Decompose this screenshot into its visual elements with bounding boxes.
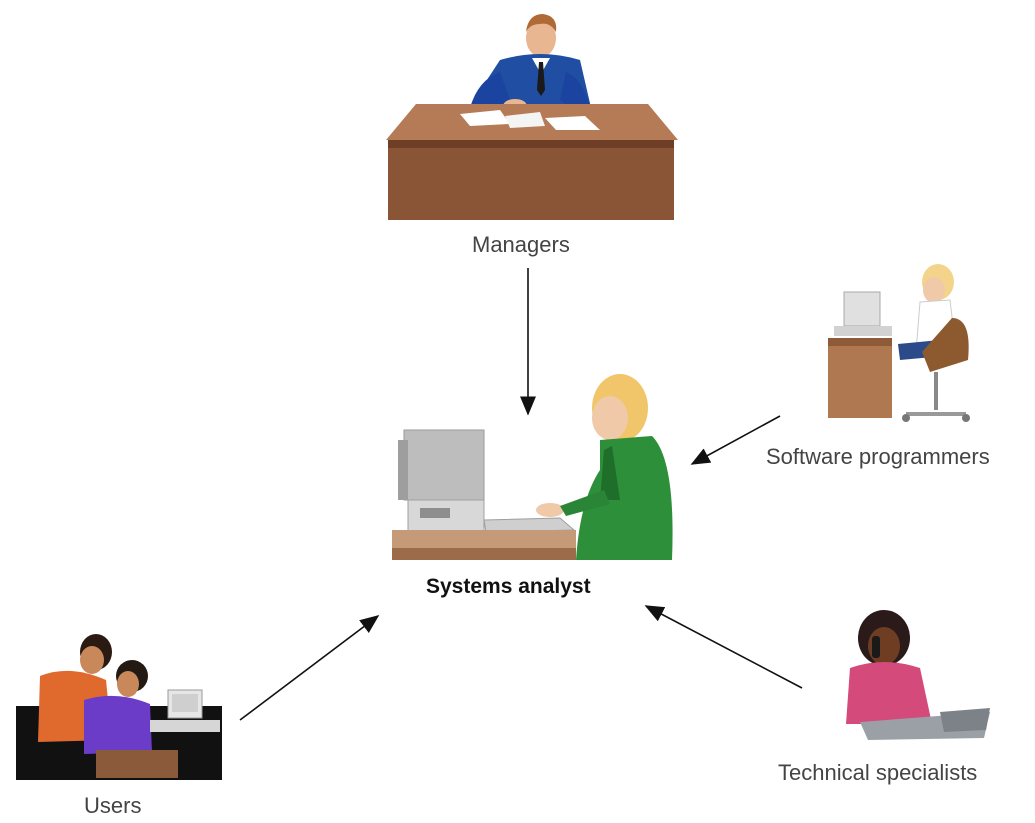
- software-programmer-illustration: [828, 264, 970, 422]
- technical-specialists-label: Technical specialists: [778, 760, 978, 785]
- users-label: Users: [84, 793, 142, 818]
- arrow-specialists-to-analyst: [644, 605, 803, 689]
- software-programmers-label: Software programmers: [766, 444, 990, 469]
- systems-analyst-label: Systems analyst: [426, 575, 591, 598]
- manager-illustration: [386, 14, 678, 220]
- arrow-programmers-to-analyst: [690, 415, 781, 465]
- users-illustration: [16, 634, 222, 780]
- arrow-users-to-analyst: [239, 615, 380, 721]
- technical-specialist-illustration: [846, 610, 990, 740]
- systems-analyst-illustration: [392, 374, 673, 560]
- managers-label: Managers: [472, 232, 570, 257]
